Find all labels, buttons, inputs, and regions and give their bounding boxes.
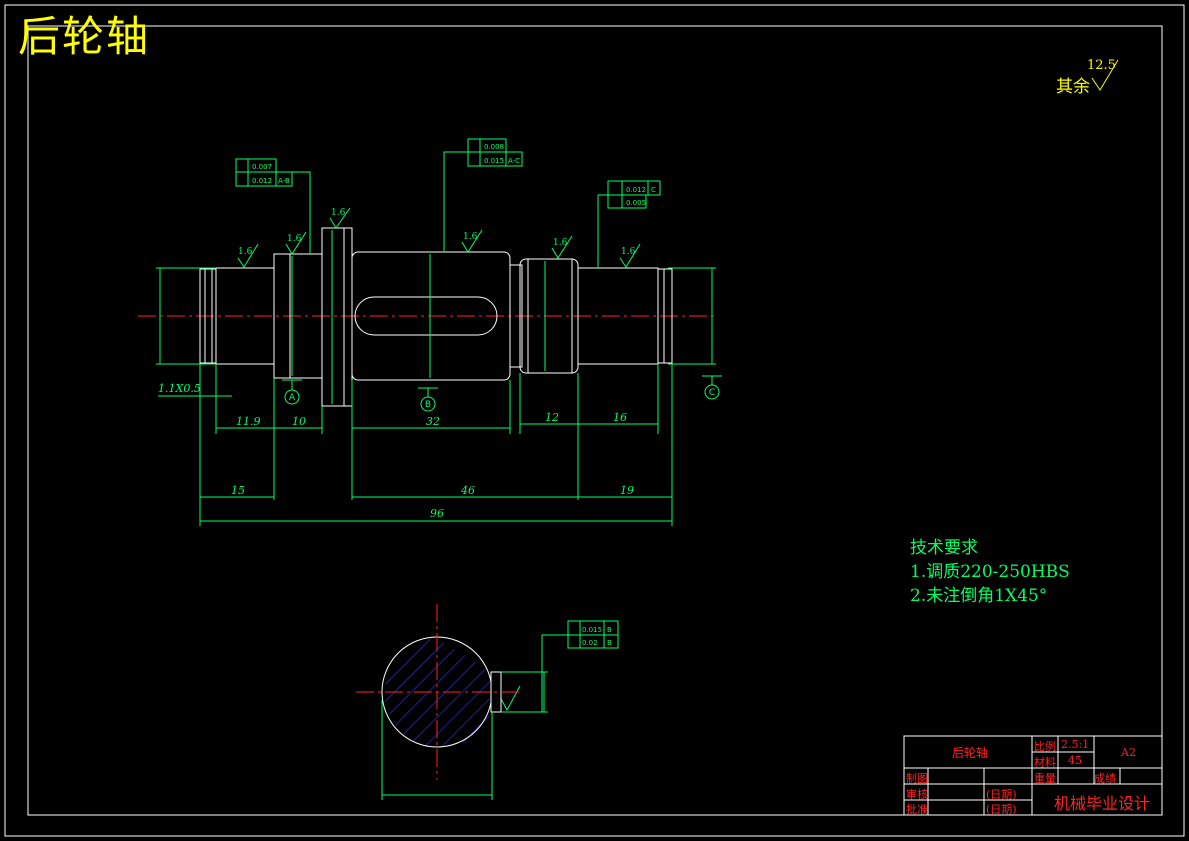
dim-chamfer: 1.1X0.5 (158, 382, 201, 395)
inner-border (27, 25, 1163, 816)
shaft-profile (199, 227, 673, 407)
length-dimensions (158, 364, 673, 526)
tol-mid-2-ref: A-C (508, 157, 520, 165)
tb-weight: 重量 (1034, 772, 1056, 785)
tb-project: 机械毕业设计 (1054, 794, 1151, 813)
tech-req-item-2: 2.未注倒角1X45° (910, 586, 1048, 606)
dim-96: 96 (430, 507, 444, 520)
outer-border (4, 4, 1185, 837)
dim-12: 12 (545, 411, 559, 424)
datum-a: A (289, 393, 296, 403)
datum-c-circle (704, 384, 720, 400)
dim-19: 19 (620, 484, 634, 497)
tb-drawn: 制图 (906, 772, 928, 785)
tech-req-heading: 技术要求 (910, 538, 978, 558)
tol-left-1: 0.007 (252, 163, 272, 171)
tb-material-value: 45 (1068, 754, 1082, 767)
dim-16: 16 (613, 411, 627, 424)
datum-b: B (425, 400, 431, 410)
roughness-4: 1.6 (463, 232, 478, 242)
tol-sec-2-ref: B (607, 639, 612, 647)
diameter-dimensions (156, 230, 716, 404)
tb-scale-value: 2.5:1 (1061, 738, 1090, 751)
roughness-3: 1.6 (331, 208, 346, 218)
dim-10: 10 (292, 415, 306, 428)
tb-size: A2 (1121, 746, 1136, 759)
tb-approve: 批准 (906, 803, 928, 816)
tol-mid-1: 0.008 (484, 143, 504, 151)
drawing-title: 后轮轴 (18, 12, 151, 61)
tol-sec-1-ref: B (607, 626, 612, 634)
tb-date-2: (日期) (986, 803, 1017, 816)
tb-part-name: 后轮轴 (952, 746, 989, 760)
tol-left-2-ref: A-B (278, 177, 290, 185)
tol-mid-2: 0.015 (484, 157, 504, 165)
tol-left-2: 0.012 (252, 177, 272, 185)
tol-right-1: 0.012 (626, 186, 646, 194)
tol-right-1-ref: C (651, 186, 656, 194)
cross-section (356, 604, 548, 800)
dim-32: 32 (426, 415, 440, 428)
roughness-default-value: 12.5 (1087, 58, 1116, 73)
tech-req-item-1: 1.调质220-250HBS (910, 562, 1070, 582)
dim-15: 15 (231, 484, 245, 497)
tol-right-2: 0.005 (626, 199, 646, 207)
tol-sec-1: 0.015 (582, 626, 602, 634)
tb-material-label: 材料 (1034, 756, 1056, 769)
roughness-5: 1.6 (553, 238, 568, 248)
title-block: 后轮轴 比例 2.5:1 材料 45 A2 制图 重量 成绩 审核 批准 (日期… (904, 736, 1162, 816)
tb-scale-label: 比例 (1034, 740, 1056, 753)
roughness-default-icon (1091, 59, 1119, 91)
datum-b-circle (420, 396, 436, 412)
tol-sec-2: 0.02 (582, 639, 598, 647)
title-block-grid (903, 735, 1163, 816)
datum-c: C (709, 388, 715, 398)
dim-46: 46 (460, 484, 475, 497)
tb-date-1: (日期) (986, 788, 1017, 801)
tb-result: 成绩 (1094, 772, 1116, 785)
roughness-symbols (237, 207, 641, 712)
roughness-default-note: 其余 (1056, 77, 1090, 97)
roughness-1: 1.6 (238, 247, 253, 257)
dim-11-9: 11.9 (236, 415, 261, 428)
technical-requirements: 技术要求 1.调质220-250HBS 2.未注倒角1X45° (910, 536, 1070, 608)
roughness-2: 1.6 (287, 234, 302, 244)
datum-a-circle (284, 389, 300, 405)
tb-review: 审核 (906, 788, 928, 801)
roughness-6: 1.6 (621, 247, 636, 257)
